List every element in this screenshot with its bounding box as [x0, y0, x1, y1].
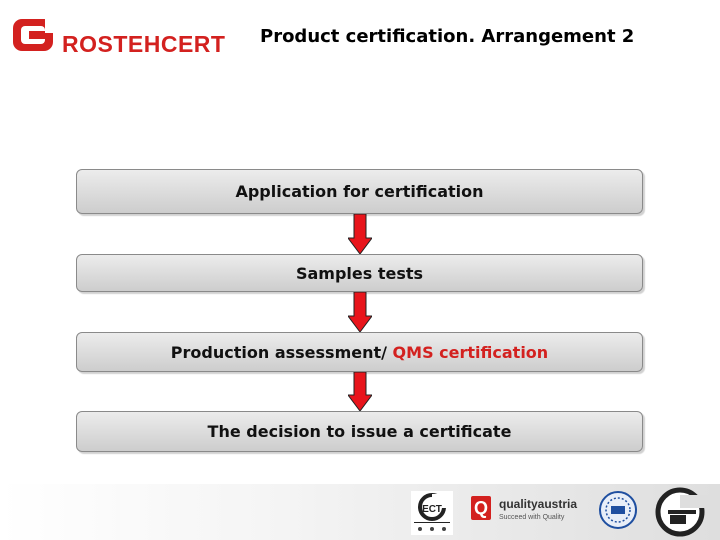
- rostehcert-logo-icon: [13, 19, 53, 51]
- qualityaustria-mark-icon: Q: [471, 496, 491, 520]
- euro-conformity-icon: [655, 487, 710, 537]
- step-label: Production assessment/ QMS certification: [171, 343, 548, 362]
- down-arrow-icon: [348, 292, 372, 332]
- qualityaustria-name: qualityaustria: [499, 497, 578, 511]
- step-label-plain: Production assessment/: [170, 342, 393, 362]
- svg-text:ЕСТ: ЕСТ: [422, 504, 442, 515]
- certification-seal-icon: [599, 491, 637, 529]
- down-arrow-icon: [348, 372, 372, 411]
- step-production-assessment: Production assessment/ QMS certification: [76, 332, 643, 372]
- rostehcert-logo: ROSTEHCERT: [12, 14, 242, 57]
- step-application: Application for certification: [76, 169, 643, 214]
- qualityaustria-logo: Q qualityaustria Succeed with Quality: [471, 492, 587, 528]
- step-label: The decision to issue a certificate: [207, 422, 512, 441]
- step-samples-tests: Samples tests: [76, 254, 643, 292]
- step-label-accent: QMS certification: [392, 342, 549, 362]
- step-decision: The decision to issue a certificate: [76, 411, 643, 452]
- qualityaustria-tagline: Succeed with Quality: [499, 514, 565, 521]
- step-label: Samples tests: [295, 263, 424, 283]
- logo-wordmark: ROSTEHCERT: [62, 31, 226, 57]
- page-title: Product certification. Arrangement 2: [260, 26, 635, 47]
- down-arrow-icon: [348, 214, 372, 254]
- step-label: Application for certification: [235, 182, 484, 201]
- pct-mark-icon: ЕСТ: [411, 491, 453, 535]
